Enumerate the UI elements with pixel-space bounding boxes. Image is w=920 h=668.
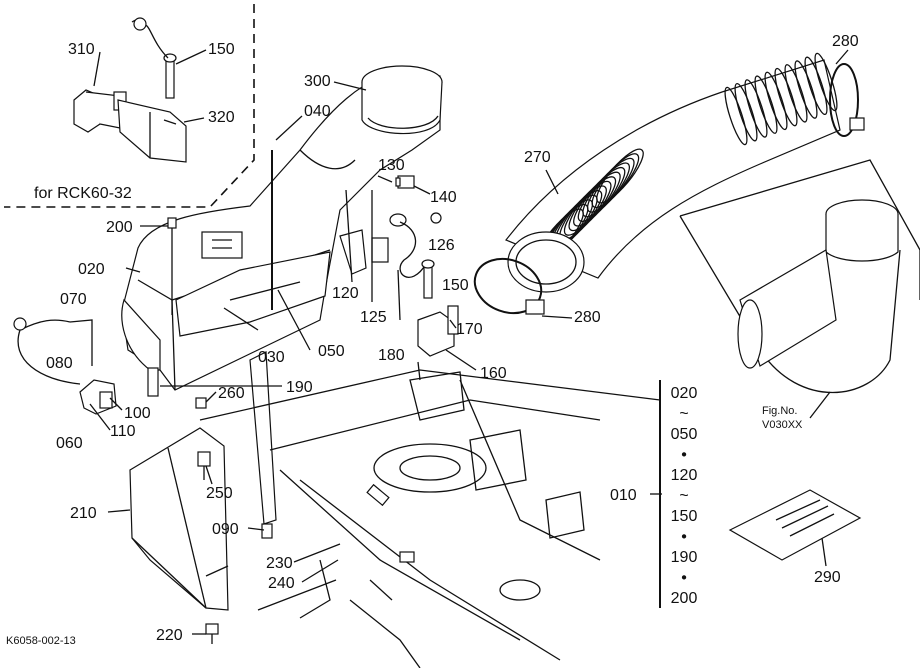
label-280-upper: 280 (832, 33, 859, 50)
label-300: 300 (304, 73, 331, 90)
hose-corrugation (774, 67, 798, 127)
hose-corrugation (724, 86, 748, 146)
label-200: 200 (106, 219, 133, 236)
label-210: 210 (70, 505, 97, 522)
hose-corrugation (764, 71, 788, 131)
hose-corrugation (734, 82, 758, 142)
label-170: 170 (456, 321, 483, 338)
label-010: 010 (610, 487, 637, 504)
label-070: 070 (60, 291, 87, 308)
label-260: 260 (218, 385, 245, 402)
assembly-range-item: ~ (679, 406, 688, 423)
assembly-range-item: 050 (671, 426, 698, 443)
drawing-code: K6058-002-13 (6, 635, 76, 647)
label-090: 090 (212, 521, 239, 538)
hose-corrugation (754, 75, 778, 134)
label-190: 190 (286, 379, 313, 396)
label-040: 040 (304, 103, 331, 120)
lower-left-parts (13, 317, 277, 644)
clamp-280-upper (829, 63, 865, 137)
assembly-range-item: 120 (671, 467, 698, 484)
assembly-range-item: • (681, 529, 687, 546)
label-140: 140 (430, 189, 457, 206)
label-060: 060 (56, 435, 83, 452)
hose-corrugation (794, 60, 818, 119)
fig-ref-line1: Fig.No. (762, 405, 797, 417)
assembly-range-item: 150 (671, 508, 698, 525)
ring-300 (361, 65, 443, 135)
label-320: 320 (208, 109, 235, 126)
label-220: 220 (156, 627, 183, 644)
assembly-range-item: ~ (679, 488, 688, 505)
hose-corrugation (744, 79, 768, 138)
label-050: 050 (318, 343, 345, 360)
label-030: 030 (258, 349, 285, 366)
label-150: 150 (442, 277, 469, 294)
label-130: 130 (378, 157, 405, 174)
leader-lines (89, 49, 849, 635)
label-310: 310 (68, 41, 95, 58)
label-250: 250 (206, 485, 233, 502)
assembly-range-item: 200 (671, 590, 698, 607)
hose-corrugation (784, 64, 808, 123)
assembly-range-item: 020 (671, 385, 698, 402)
manual-card-290 (728, 489, 862, 567)
linkage-parts (339, 175, 459, 357)
label-125: 125 (360, 309, 387, 326)
assembly-range-item: • (681, 570, 687, 587)
label-110: 110 (110, 423, 136, 440)
chute-housing-020 (121, 69, 441, 397)
mower-frame (199, 369, 661, 668)
label-126: 126 (428, 237, 455, 254)
hose-corrugation (804, 56, 828, 116)
part-labels: for RCK60-32 310 150 320 300 040 280 270… (6, 33, 859, 647)
assembly-range-item: 190 (671, 549, 698, 566)
label-270: 270 (524, 149, 551, 166)
inset-caption: for RCK60-32 (34, 185, 132, 202)
blower-reference-outline (679, 159, 920, 419)
label-150-inset: 150 (208, 41, 235, 58)
assembly-range-item: • (681, 447, 687, 464)
label-120: 120 (332, 285, 359, 302)
label-180: 180 (378, 347, 405, 364)
clamp-280-lower (473, 257, 545, 315)
label-080: 080 (46, 355, 73, 372)
assembly-range-list: 020 ~050 • 120 ~150 • 190 • 200 (671, 385, 698, 607)
inset-variant-box (4, 4, 255, 208)
hose-270 (505, 52, 841, 293)
label-100: 100 (124, 405, 151, 422)
label-160: 160 (480, 365, 507, 382)
label-230: 230 (266, 555, 293, 572)
label-280-lower: 280 (574, 309, 601, 326)
fig-ref-line2: V030XX (762, 419, 803, 431)
hose-corrugation (596, 148, 644, 204)
label-290: 290 (814, 569, 841, 586)
label-240: 240 (268, 575, 295, 592)
label-020: 020 (78, 261, 105, 278)
